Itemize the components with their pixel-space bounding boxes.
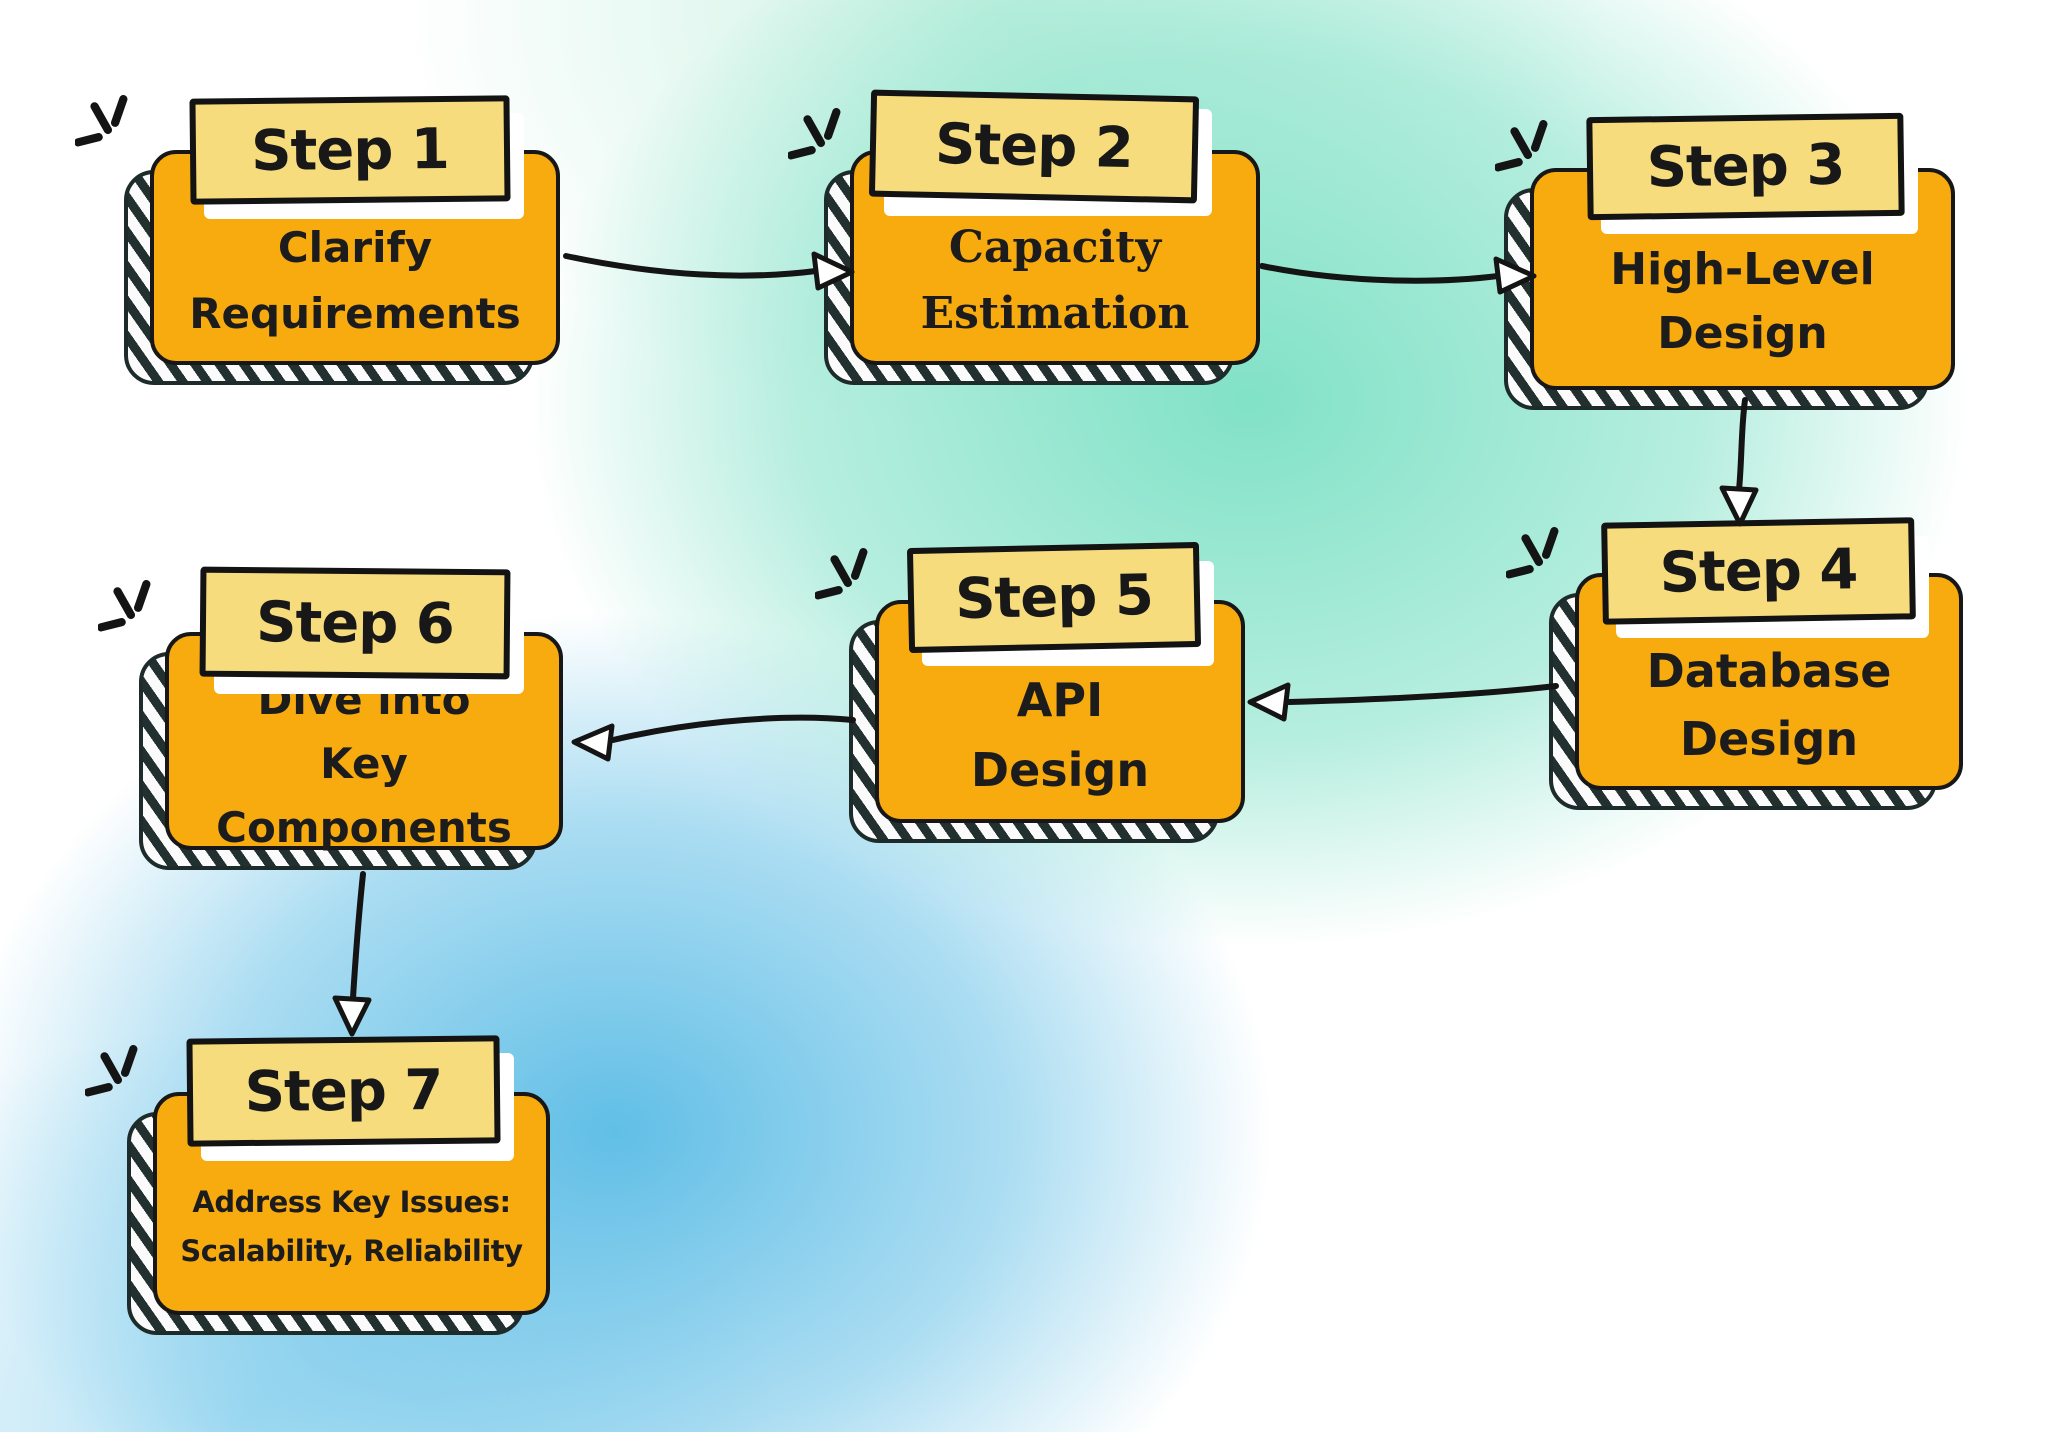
step-badge-label: Step 1 (250, 116, 450, 184)
step-title: High-Level Design (1530, 168, 1955, 390)
step-badge-label: Step 4 (1659, 536, 1858, 606)
step-title-line: Key Components (216, 739, 512, 852)
step-card-1: Clarify Requirements Step 1 (75, 95, 560, 385)
step-badge-label: Step 2 (934, 111, 1134, 182)
step-title-line: High-Level (1610, 244, 1875, 295)
arrow-step4-step5 (1286, 683, 1559, 705)
step-badge-label: Step 5 (954, 562, 1154, 633)
step-title-line: Design (1657, 308, 1828, 359)
step-title-line: Design (1679, 711, 1859, 766)
step-badge: Step 5 (906, 541, 1202, 654)
sparkle-icon (75, 95, 128, 147)
step-card-2: Capacity Estimation Step 2 (788, 89, 1260, 385)
step-badge: Step 2 (868, 89, 1200, 204)
sparkle-icon (815, 548, 868, 600)
sparkle-icon (1495, 120, 1548, 172)
step-card-6: Dive into Key Components Step 6 (98, 566, 563, 870)
sparkle-icon (1506, 527, 1559, 579)
step-title-line: Requirements (189, 288, 521, 338)
step-badge-label: Step 6 (255, 589, 455, 657)
step-title-line: Design (970, 742, 1150, 797)
step-badge: Step 3 (1586, 112, 1905, 221)
sparkle-icon (788, 108, 841, 160)
arrow-step6-step7 (350, 871, 366, 1001)
step-card-3: High-Level Design Step 3 (1495, 112, 1955, 410)
step-title-line: Scalability, Reliability (180, 1233, 523, 1268)
step-title-line: Estimation (920, 287, 1190, 339)
arrow-step1-step2 (563, 253, 819, 279)
step-title: Clarify Requirements (150, 150, 560, 365)
step-title-line: API (1016, 672, 1104, 727)
step-title-line: Database (1646, 643, 1892, 698)
arrow-step2-step3 (1259, 263, 1501, 284)
arrow-step5-step6 (610, 714, 856, 743)
step-badge-label: Step 3 (1646, 132, 1845, 201)
sparkle-icon (98, 580, 151, 632)
step-badge-label: Step 7 (244, 1057, 443, 1125)
step-title: Capacity Estimation (850, 150, 1260, 365)
step-badge: Step 1 (189, 95, 511, 205)
step-badge: Step 6 (199, 566, 511, 680)
step-title: Database Design (1575, 573, 1963, 790)
step-title-line: Capacity (948, 221, 1162, 273)
step-card-4: Database Design Step 4 (1506, 517, 1963, 810)
step-title: API Design (875, 600, 1245, 823)
step-card-5: API Design Step 5 (815, 541, 1245, 843)
step-badge: Step 7 (186, 1035, 501, 1147)
arrow-step3-step4 (1736, 397, 1748, 493)
step-title: Address Key Issues: Scalability, Reliabi… (153, 1092, 550, 1315)
sparkle-icon (85, 1045, 138, 1097)
step-badge: Step 4 (1601, 517, 1916, 625)
step-title-line: Clarify (277, 222, 433, 272)
step-title-line: Address Key Issues: (192, 1184, 511, 1219)
step-card-7: Address Key Issues: Scalability, Reliabi… (85, 1035, 550, 1335)
